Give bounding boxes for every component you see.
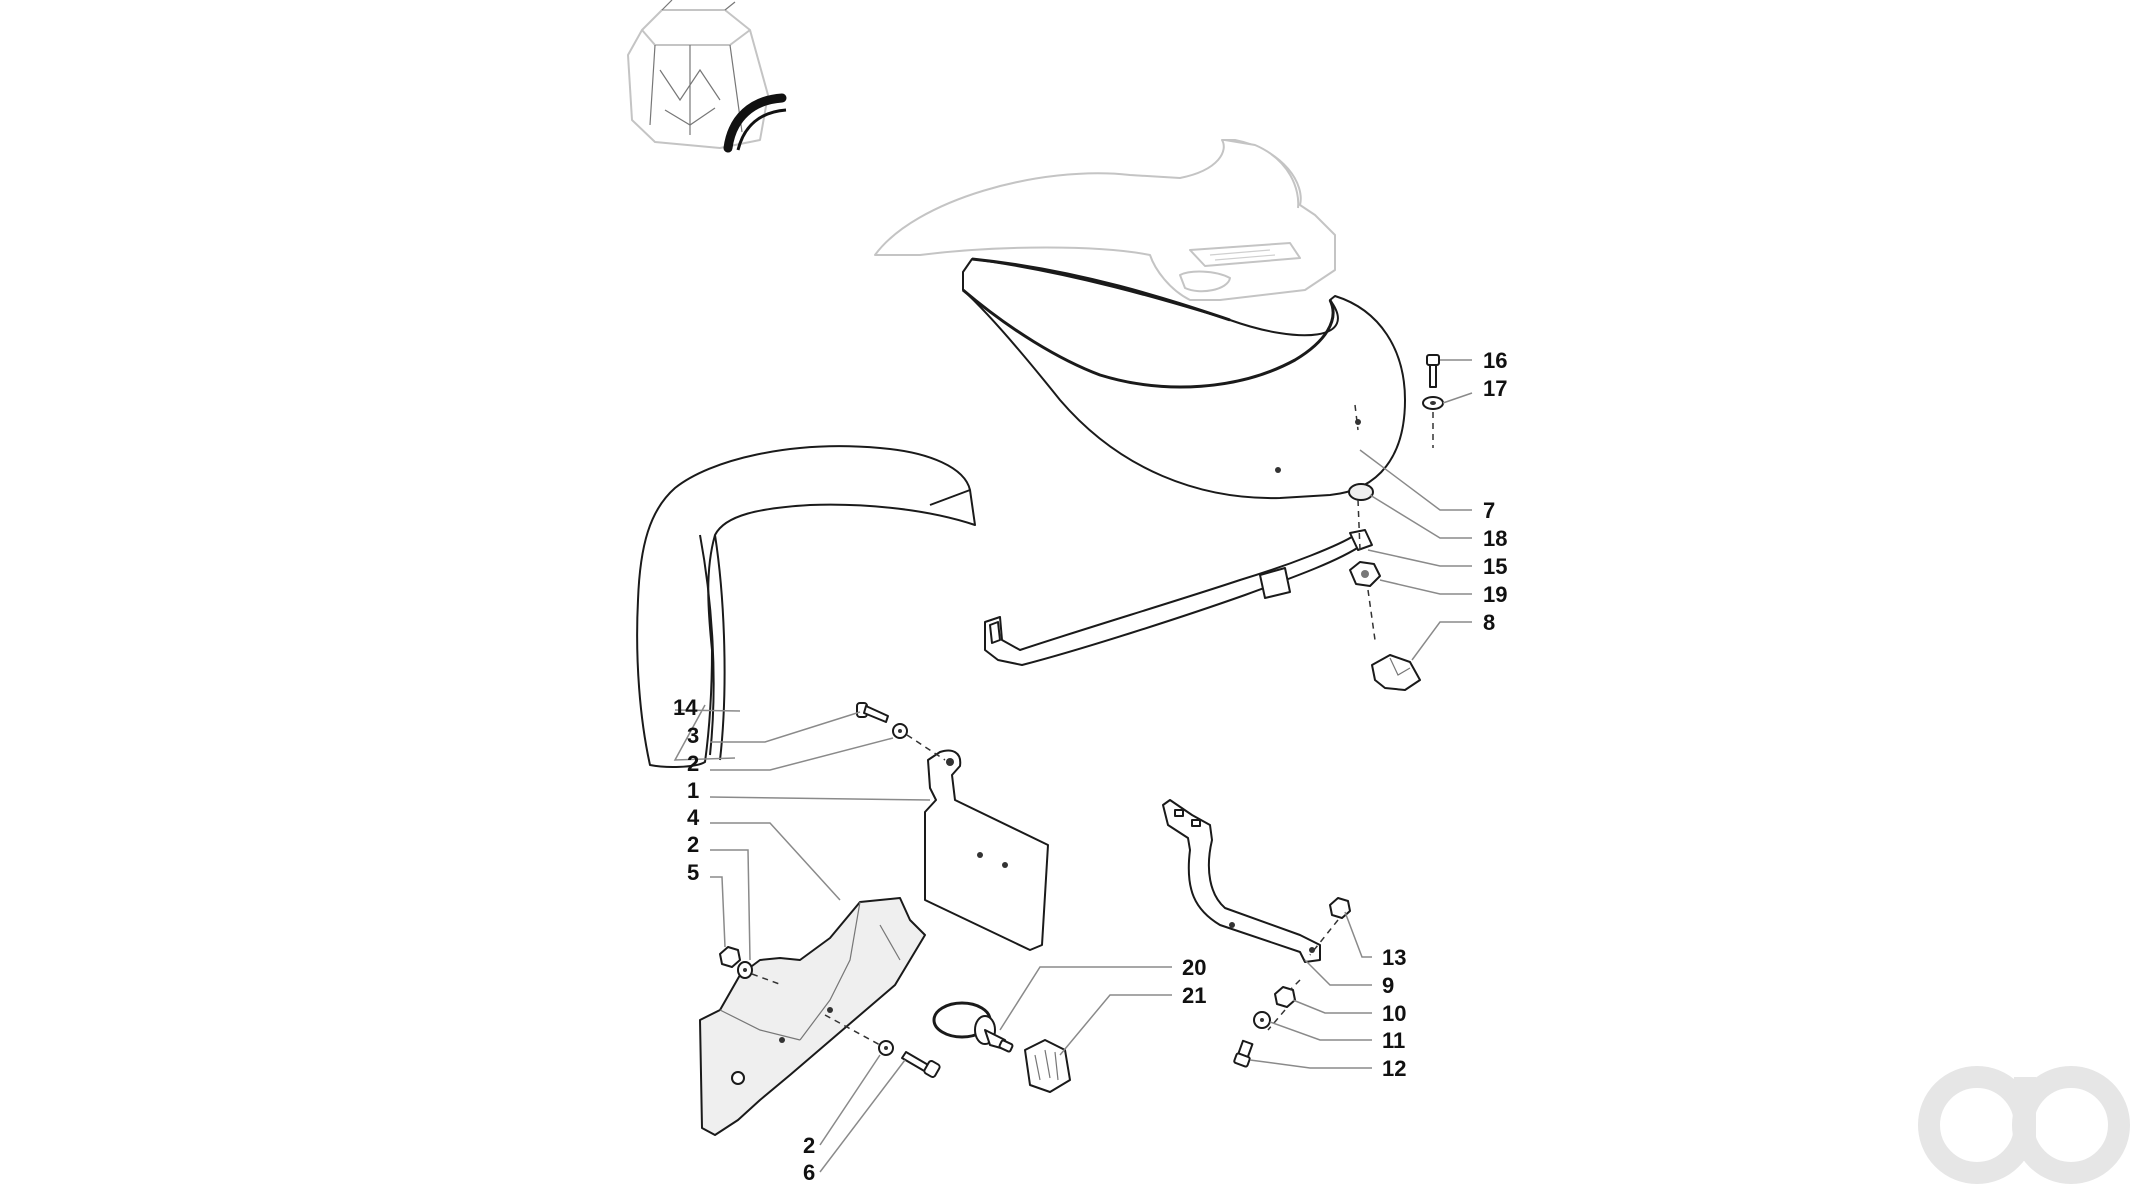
bolt-part-3 bbox=[856, 702, 889, 723]
washer-part-2-upper bbox=[892, 723, 908, 739]
callout-18: 18 bbox=[1483, 526, 1507, 551]
callout-11: 11 bbox=[1382, 1028, 1405, 1053]
callout-2: 2 bbox=[803, 1133, 815, 1158]
bolt-part-16 bbox=[1426, 354, 1440, 388]
bolt-part-12 bbox=[1233, 1039, 1254, 1068]
callout-1: 1 bbox=[687, 778, 699, 803]
assembly-line-bolt-3 bbox=[906, 734, 946, 761]
callout-7: 7 bbox=[1483, 498, 1495, 523]
callout-5: 5 bbox=[687, 860, 699, 885]
callout-3: 3 bbox=[687, 723, 699, 748]
callout-4: 4 bbox=[687, 805, 700, 830]
washer-part-11 bbox=[1253, 1011, 1271, 1029]
callout-6: 6 bbox=[803, 1160, 815, 1185]
callout-9: 9 bbox=[1382, 973, 1394, 998]
clip-part-8 bbox=[1371, 654, 1421, 691]
brand-logo bbox=[1918, 1066, 2130, 1184]
nut-part-5 bbox=[719, 946, 741, 968]
callout-17: 17 bbox=[1483, 376, 1507, 401]
callout-19: 19 bbox=[1483, 582, 1507, 607]
callout-21: 21 bbox=[1182, 983, 1206, 1008]
nut-part-19 bbox=[1349, 561, 1381, 587]
support-bar-part-15 bbox=[984, 529, 1373, 666]
callout-20: 20 bbox=[1182, 955, 1206, 980]
assembly-line-lower-right bbox=[1267, 919, 1339, 1031]
nut-part-13 bbox=[1329, 897, 1351, 919]
bracket-part-9 bbox=[1162, 799, 1321, 963]
bolt-part-6 bbox=[901, 1051, 941, 1078]
rubber-block-part-21 bbox=[1024, 1039, 1071, 1093]
rear-fender-part-7 bbox=[962, 257, 1406, 500]
callout-10: 10 bbox=[1382, 1001, 1406, 1026]
front-mudguard-part-14 bbox=[636, 445, 976, 768]
callout-12: 12 bbox=[1382, 1056, 1406, 1081]
callout-13: 13 bbox=[1382, 945, 1406, 970]
callout-2: 2 bbox=[687, 832, 699, 857]
washer-part-10 bbox=[1274, 986, 1296, 1008]
side-panel-part-4 bbox=[699, 897, 926, 1136]
retaining-pin-part-20 bbox=[932, 1001, 1014, 1053]
callout-2: 2 bbox=[687, 751, 699, 776]
washer-part-2-lower bbox=[878, 1040, 894, 1056]
tractor-cab-thumbnail bbox=[627, 0, 787, 153]
leader-lines bbox=[673, 359, 1473, 1173]
assembly-lines-upper bbox=[1354, 404, 1434, 641]
callout-16: 16 bbox=[1483, 348, 1507, 373]
washer-part-18 bbox=[1348, 483, 1374, 501]
callout-labels: 16 17 7 18 15 19 8 14 3 2 1 4 2 5 20 21 … bbox=[673, 348, 1507, 1185]
washer-part-17 bbox=[1422, 396, 1444, 410]
callout-15: 15 bbox=[1483, 554, 1507, 579]
cab-upper-ghost bbox=[874, 139, 1336, 301]
callout-8: 8 bbox=[1483, 610, 1495, 635]
washer-part-2-middle bbox=[737, 961, 753, 979]
callout-14: 14 bbox=[673, 695, 698, 720]
assembly-line-nut-5 bbox=[751, 973, 783, 986]
mounting-plate-part-1 bbox=[924, 749, 1049, 951]
